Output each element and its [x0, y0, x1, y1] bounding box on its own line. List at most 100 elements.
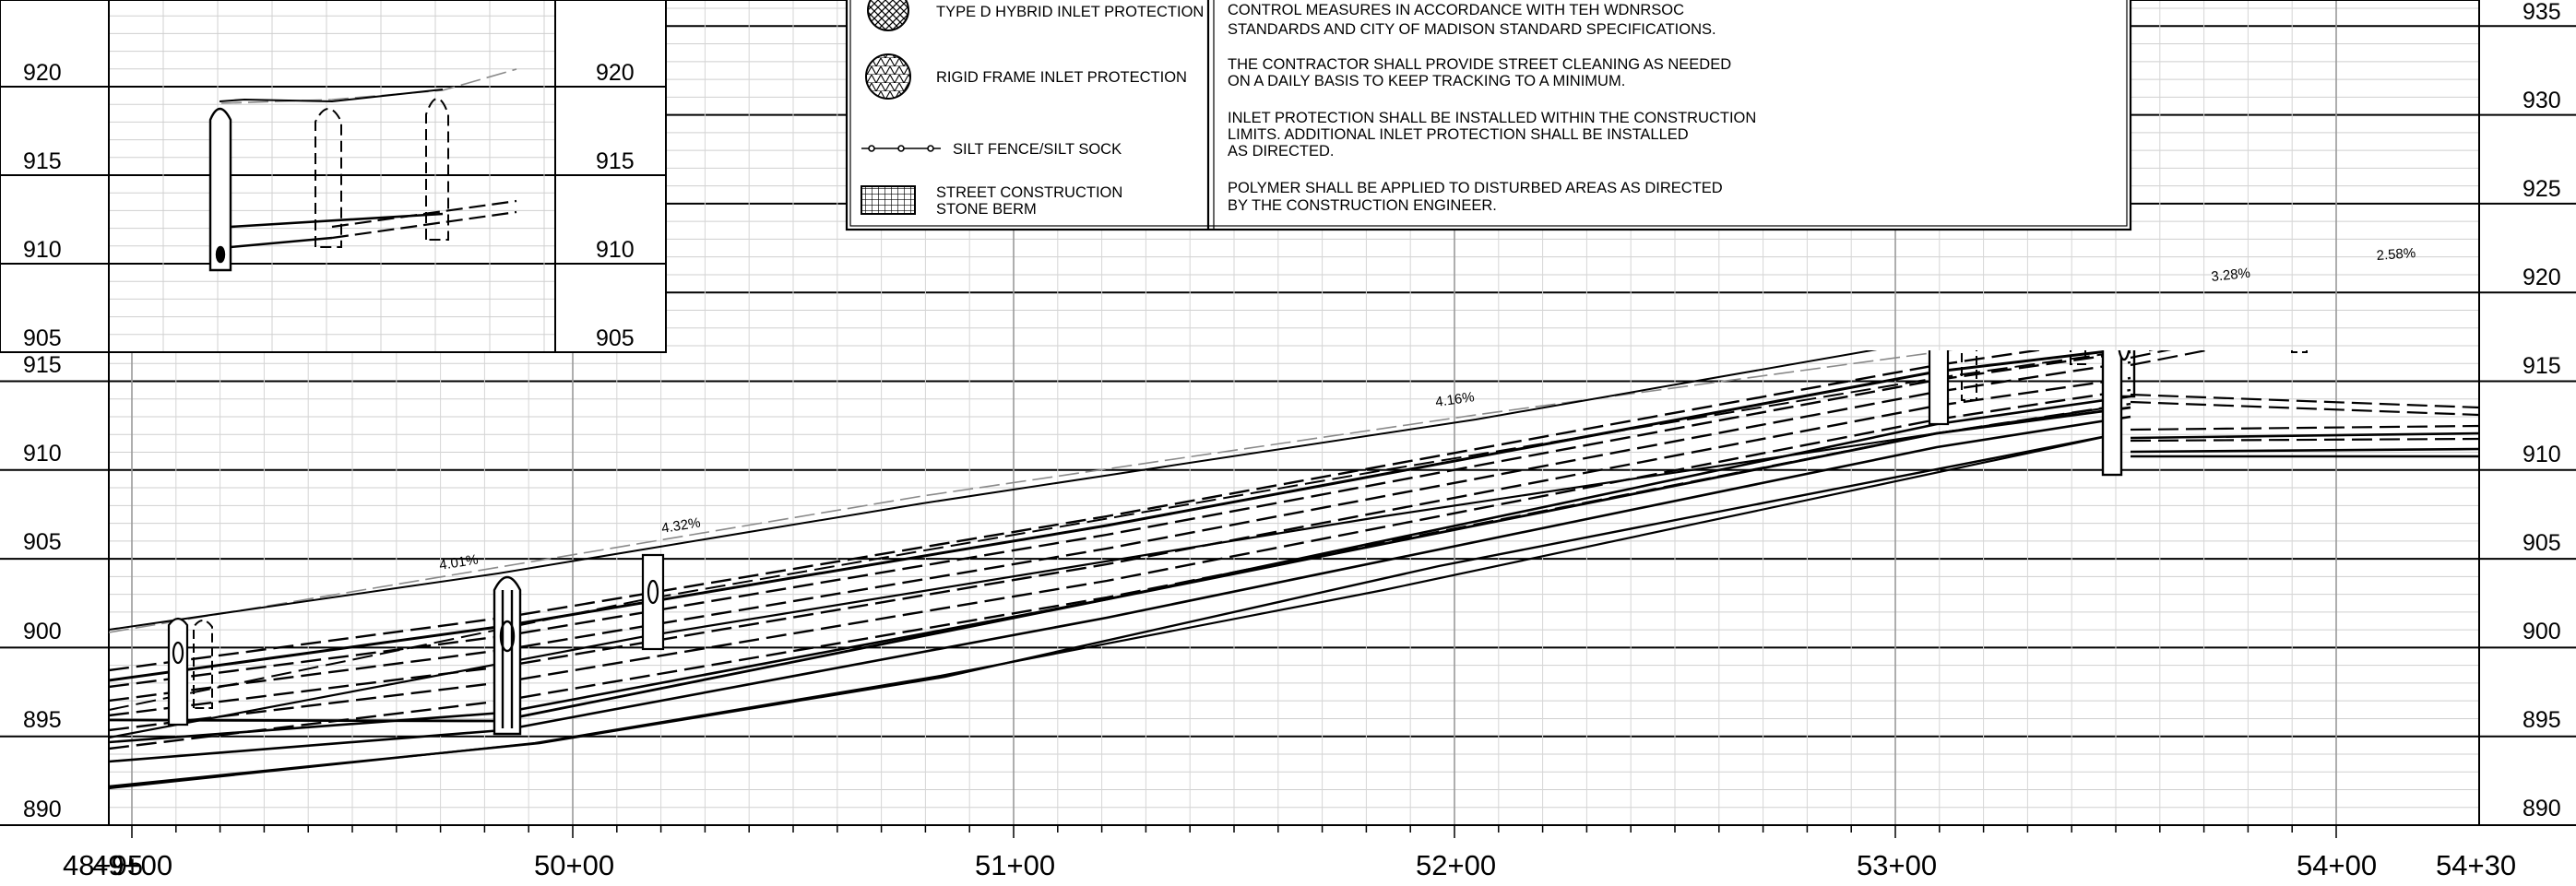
elevation-label: 900	[23, 619, 62, 644]
legend-label: STREET CONSTRUCTION	[936, 184, 1122, 201]
structure-inlet-53-08	[1928, 350, 1950, 426]
elevation-label: 895	[23, 707, 62, 733]
inset-elevation-label: 915	[596, 148, 635, 174]
branch-dashed-3	[2149, 350, 2154, 352]
dashed-pipe-3	[109, 360, 2131, 703]
legend-label: SILT FENCE/SILT SOCK	[953, 141, 1122, 158]
proposed-grade-line	[109, 350, 1878, 631]
tail-solid-1	[2130, 431, 2479, 440]
structure-manhole-53-50	[2101, 350, 2136, 477]
inset-elevation-label: 910	[23, 237, 62, 263]
note-line: STANDARDS AND CITY OF MADISON STANDARD S…	[1228, 21, 1716, 38]
note-line: ON A DAILY BASIS TO KEEP TRACKING TO A M…	[1228, 73, 1625, 89]
structure-inlet-50-18	[641, 553, 665, 651]
dashed-pipe-4	[109, 376, 2131, 717]
inset-elevation-label: 905	[596, 325, 635, 351]
station-label: 51+00	[975, 849, 1055, 881]
elevation-label: 890	[23, 797, 62, 822]
main-left-elevations: 915 910 905 900 895 890	[23, 352, 62, 822]
inset-elevation-label: 905	[23, 325, 62, 351]
grade-label: 4.01%	[438, 552, 480, 573]
main-profile-lines	[109, 350, 2479, 790]
station-label: 53+00	[1857, 849, 1937, 881]
inset-elevation-label: 915	[23, 148, 62, 174]
dashed-pipe-6	[109, 402, 2131, 750]
note-line: POLYMER SHALL BE APPLIED TO DISTURBED AR…	[1228, 180, 1723, 196]
note-line: BY THE CONSTRUCTION ENGINEER.	[1228, 197, 1497, 214]
legend-box	[845, 0, 2132, 231]
crosshatch-circle-icon	[867, 0, 909, 31]
elevation-label: 920	[2523, 265, 2561, 290]
note-line: AS DIRECTED.	[1228, 143, 1335, 159]
dashed-pipe-1	[109, 350, 2045, 672]
silt-fence-line-icon	[861, 145, 941, 152]
tail-dashed-1	[2130, 393, 2479, 409]
structure-inlet-dashed-49-15	[193, 620, 213, 709]
inset-profile: 920 915 910 905 920 915 910 905	[0, 0, 667, 353]
structure-inlet-dashed-53-13	[1961, 350, 1977, 401]
grade-label: 3.28%	[2211, 266, 2251, 285]
inset-elevation-label: 920	[596, 60, 635, 86]
pipe-invert-2	[109, 415, 2131, 763]
inset-frame	[0, 0, 667, 353]
structure-inlet-dashed-53-40	[2070, 350, 2086, 365]
structure-inlet-dashed-53-90	[2291, 350, 2308, 353]
tail-dashed-2	[2130, 400, 2479, 417]
note-line: LIMITS. ADDITIONAL INLET PROTECTION SHAL…	[1228, 126, 1689, 143]
station-labels: 48+95 49+00 50+00 51+00 52+00 53+00 54+0…	[63, 849, 2516, 881]
inset-elevation-label: 910	[596, 237, 635, 263]
grade-label: 2.58%	[2376, 245, 2416, 264]
pipe-invert-3	[109, 431, 2122, 790]
station-label: 54+30	[2436, 849, 2516, 881]
elevation-label: 900	[2523, 619, 2561, 644]
elevation-label: 890	[2523, 796, 2561, 821]
inset-proposed-grade	[219, 89, 444, 103]
tail-dashed-4	[2130, 437, 2479, 443]
elevation-label: 925	[2523, 176, 2561, 202]
station-label: 49+00	[92, 849, 172, 881]
inset-structure-dashed-2	[425, 98, 449, 241]
pipe-crown-3	[109, 404, 2122, 739]
elevation-label: 935	[2523, 0, 2561, 25]
inset-pipe-dashed-2	[331, 210, 517, 240]
pipe-crown-2	[109, 395, 2131, 744]
legend-box-inner	[849, 0, 2128, 227]
legend-label: RIGID FRAME INLET PROTECTION	[936, 69, 1187, 86]
elevation-label: 905	[2523, 530, 2561, 556]
elevation-label: 910	[2523, 442, 2561, 467]
tail-dashed-3	[2130, 424, 2479, 431]
structure-inlet-49-10	[167, 617, 189, 727]
inset-structure-dashed-1	[315, 108, 342, 248]
note-line: CONTROL MEASURES IN ACCORDANCE WITH TEH …	[1228, 2, 1684, 18]
pipe-crown-1	[109, 350, 2127, 682]
note-line: THE CONTRACTOR SHALL PROVIDE STREET CLEA…	[1228, 56, 1731, 73]
station-label: 52+00	[1416, 849, 1496, 881]
legend-label-line2: STONE BERM	[936, 201, 1037, 218]
tail-solid-2	[2130, 447, 2479, 454]
branch-dashed-1	[2130, 350, 2172, 360]
grade-label: 4.16%	[1434, 389, 1475, 410]
inset-pipe-dashed-1	[331, 199, 517, 229]
stone-berm-grid-icon	[861, 185, 916, 215]
grade-labels: 4.01% 4.32% 4.16% 3.28% 2.58%	[438, 245, 2416, 573]
inset-elevation-label: 920	[23, 60, 62, 86]
existing-ground-line	[109, 350, 1953, 633]
dashed-pipe-5	[109, 388, 2131, 732]
main-grid-border	[108, 0, 2480, 826]
inset-structure-manhole	[208, 107, 232, 272]
structure-manhole-49-85	[493, 575, 522, 736]
elevation-label: 905	[23, 529, 62, 555]
elevation-label: 930	[2523, 88, 2561, 113]
pipe-bottom	[109, 431, 2122, 788]
dashed-pipe-2	[109, 350, 2131, 689]
elevation-label: 895	[2523, 707, 2561, 733]
dashed-pipe-7	[109, 350, 2131, 711]
grade-label: 4.32%	[660, 515, 702, 537]
elevation-label: 915	[2523, 353, 2561, 379]
station-label: 54+00	[2297, 849, 2377, 881]
elevation-label: 915	[23, 352, 62, 378]
elevation-label: 910	[23, 441, 62, 467]
note-line: INLET PROTECTION SHALL BE INSTALLED WITH…	[1228, 110, 1756, 126]
station-label: 50+00	[534, 849, 614, 881]
